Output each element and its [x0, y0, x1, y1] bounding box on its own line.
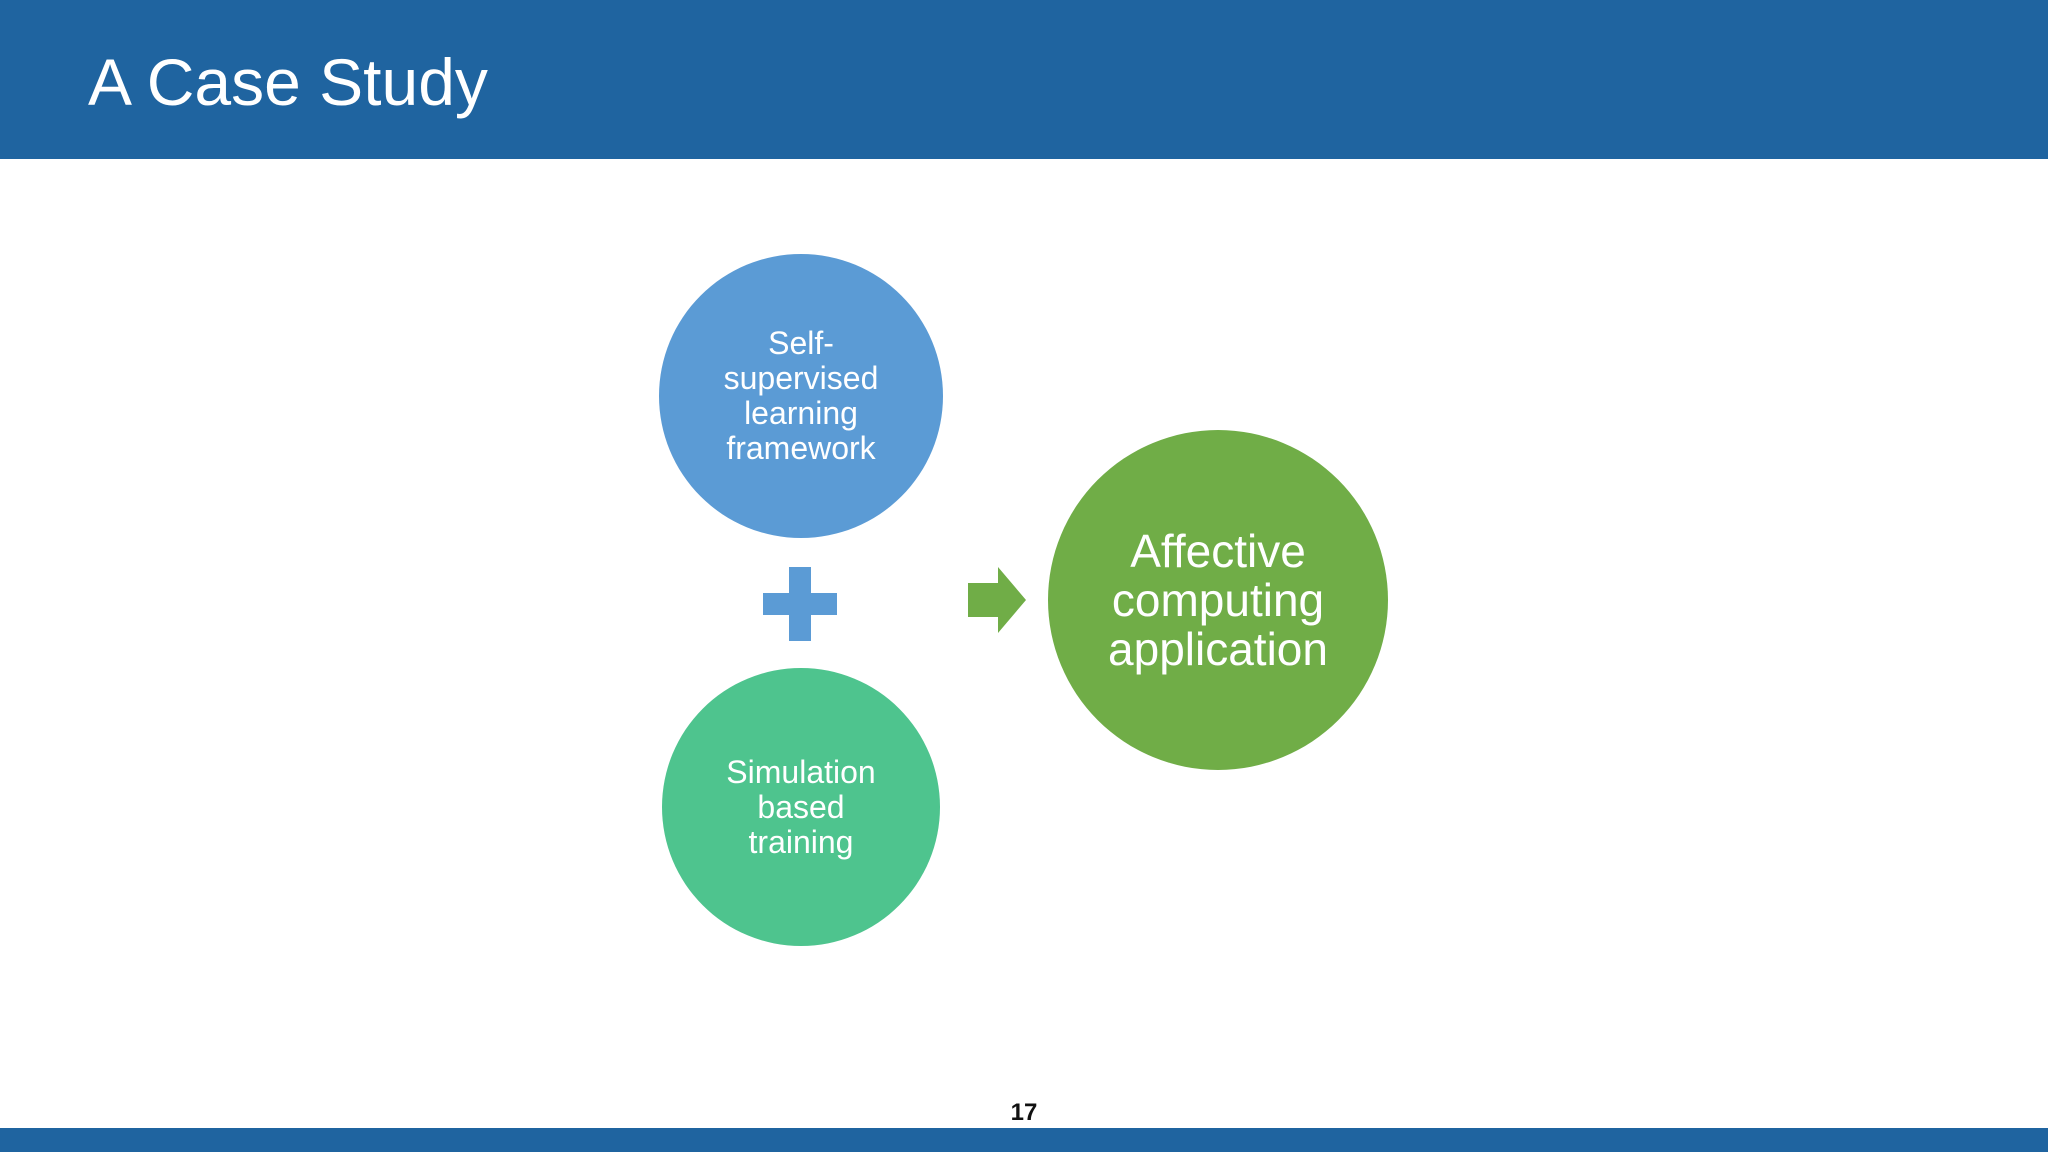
- footer-band: [0, 1128, 2048, 1152]
- slide-title: A Case Study: [88, 45, 488, 119]
- self-supervised-learning-circle: Self- supervised learning framework: [659, 254, 943, 538]
- affective-computing-label: Affective computing application: [1108, 524, 1328, 675]
- page-number: 17: [1010, 1099, 1038, 1126]
- simulation-training-circle: Simulation based training: [662, 668, 940, 946]
- plus-icon: [763, 567, 837, 641]
- header-band: A Case Study: [0, 0, 2048, 159]
- self-supervised-learning-label: Self- supervised learning framework: [723, 325, 879, 466]
- simulation-training-label: Simulation based training: [726, 753, 876, 860]
- arrow-right-icon: [968, 567, 1026, 633]
- affective-computing-circle: Affective computing application: [1048, 430, 1388, 770]
